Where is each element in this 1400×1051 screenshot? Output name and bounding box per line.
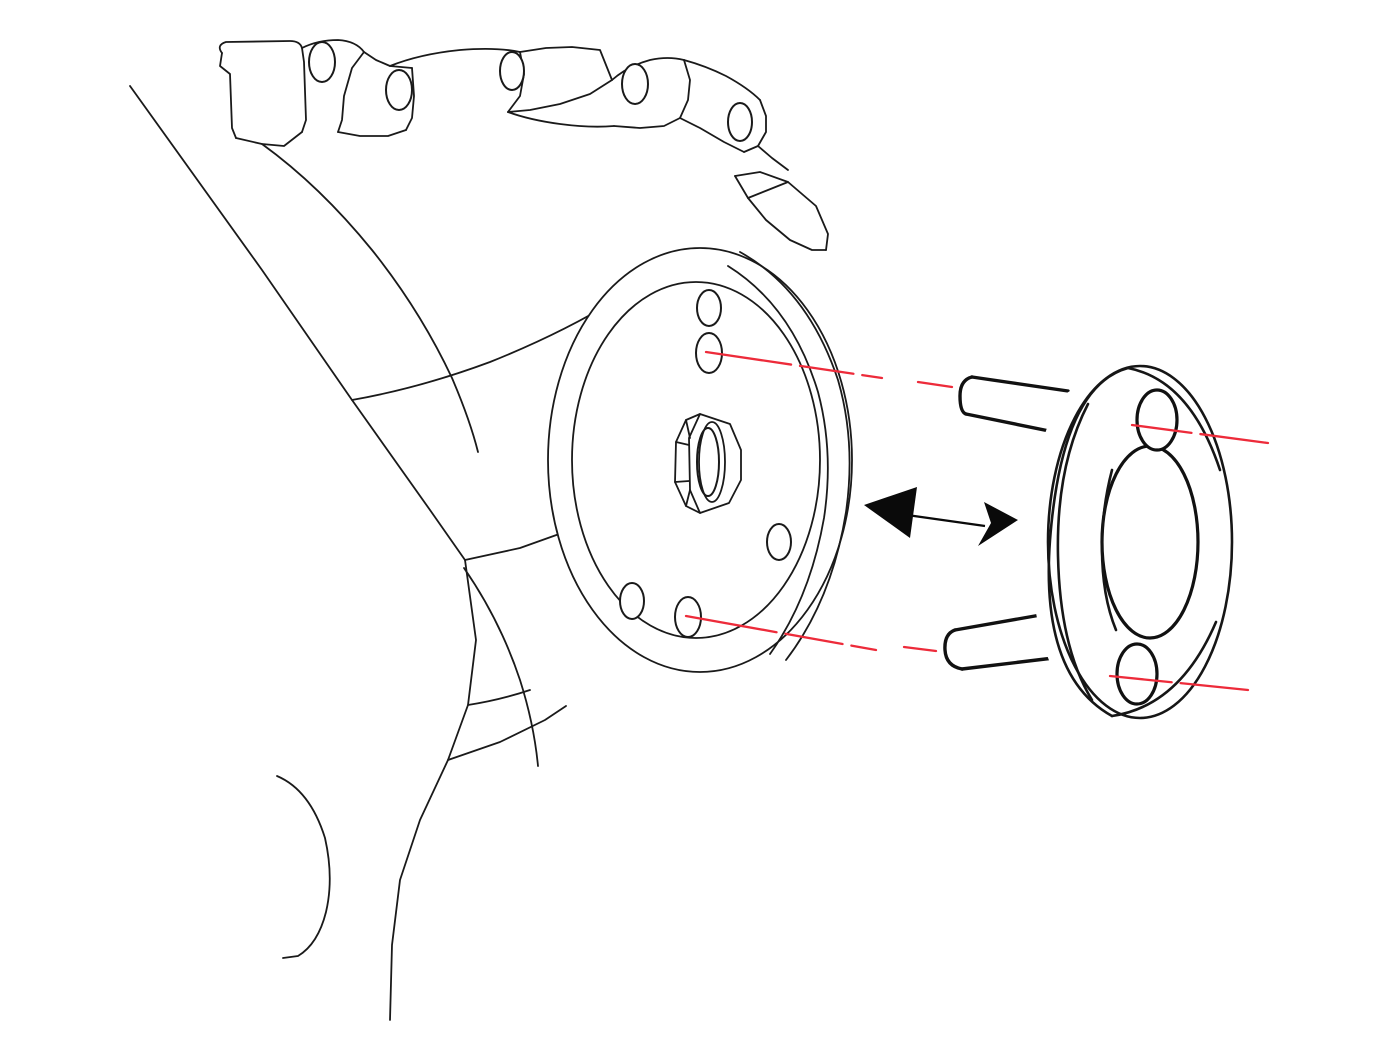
assembly-direction-arrow [864,487,1018,546]
lug-inner-edge [734,175,827,251]
rail-seg-c-lower [507,79,613,113]
rail-bolt-hole-5 [727,102,753,142]
alignment-centerlines [684,350,1270,692]
upper-alignment-centerline-left [704,350,884,380]
rail-bolt-hole-4 [621,63,649,105]
hex-nut-bore [696,427,720,497]
disc-ring-right-outer [739,251,851,661]
hex-nut-edge-b [675,441,690,446]
rail-seg-b-top [389,47,521,67]
housing-assembly [129,39,829,1021]
cover-disc-assembly [547,247,853,673]
flange-rim-top-join [1126,366,1222,472]
hex-nut-edge-d [685,489,691,507]
housing-upper-shell-curve [261,143,479,453]
flange-front-rim [1046,364,1234,720]
flange-rim-bottom-join [1110,620,1218,718]
housing-left-lower-edge [389,559,477,1021]
rail-seg-e-top [683,59,761,101]
housing-rail-foot-mid [337,129,407,137]
rail-seg-e-bottom [679,117,745,153]
flange-bolt-hole-lower [1115,642,1159,706]
pin-lower-top-edge [953,611,1054,632]
assembly-arrow-head-left [864,487,917,538]
pin-lower-end-cap [943,628,964,671]
rail-bolt-hole-3 [499,51,525,91]
rail-seg-a-top [301,39,365,53]
housing-rail-foot-left [235,131,303,147]
assembly-arrow-head-right [978,502,1018,546]
housing-lower-rib-edge [447,705,567,761]
rail-left-inner-wall [301,47,307,133]
pin-lower-bottom-edge [960,655,1064,671]
rail-bolt-hole-1 [308,41,336,83]
hex-nut-edge-c [674,480,690,483]
rail-seg-e-tail [757,145,789,171]
hex-nut-bore-outer [698,421,726,503]
disc-ring-outer [547,247,853,673]
flange-rim-inner-wall [1056,402,1094,702]
rail-bolt-hole-2 [385,69,413,111]
center-hex-nut [674,413,742,514]
disc-ring-middle [571,281,821,639]
rail-seg-c-top [519,46,613,81]
lower-alignment-centerline-right [1108,674,1250,692]
rail-left-cap [218,40,303,54]
rail-seg-d-right [679,59,691,119]
rail-seg-b-left [405,67,415,131]
lug-fold-line [747,181,789,199]
rail-seg-d-top [611,57,685,81]
pin-upper-top-edge [970,375,1070,393]
housing-lower-boss [276,775,331,959]
housing-mounting-rail [218,39,789,171]
retainer-flange-assembly [943,364,1234,720]
assembly-arrow-shaft [899,512,986,528]
lug-outer-edge [734,171,829,251]
rail-seg-d-bottom [613,117,681,129]
disc-bolt-hole-right [766,523,792,561]
rail-left-wall [219,52,237,139]
housing-upper-rib-edge [351,299,617,401]
rail-seg-e-right [743,99,767,153]
dowel-pin-lower [943,611,1064,671]
disc-bolt-hole-lower-left [619,582,645,620]
lower-alignment-centerline-gap [902,645,938,653]
disc-bolt-hole-top [696,289,722,327]
housing-locating-lug [734,171,829,251]
flange-bolt-hole-upper [1135,388,1179,452]
disc-ring-right-inner [727,265,829,655]
flange-bore-inner-wall [1100,468,1118,632]
rail-seg-a-link [363,51,413,69]
pin-upper-end-cap [958,375,974,416]
flange-central-bore [1100,444,1200,640]
upper-alignment-centerline-gap [916,380,954,389]
housing-inner-fold [463,567,539,767]
hex-nut-edge-a [685,419,691,439]
hex-nut-left-face [674,413,701,514]
lower-alignment-centerline-left [684,614,878,652]
rail-seg-c-fold [507,111,615,128]
housing-lower-step [467,689,531,706]
upper-alignment-centerline-right [1130,423,1270,445]
rail-seg-a-drop [337,51,365,133]
hex-nut-right-face [688,413,742,514]
